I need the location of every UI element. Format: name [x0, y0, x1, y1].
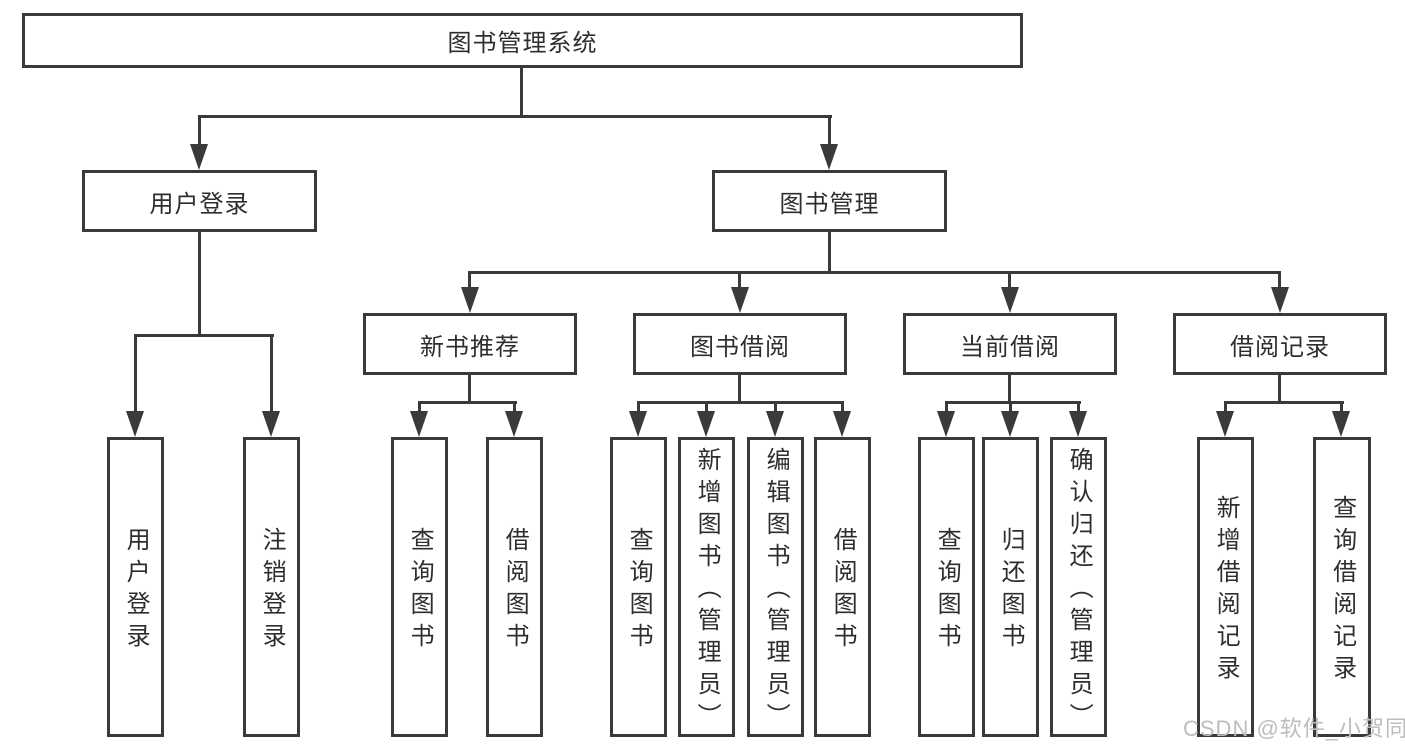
connector-book-management-drop — [828, 231, 831, 274]
leaf-borrow-books-1: 借阅图书 — [486, 437, 543, 737]
arrowhead-borrow-books-1 — [505, 411, 523, 437]
connector-borrowing-records-drop — [1278, 374, 1281, 404]
connector-current-borrowing-drop — [1008, 374, 1011, 404]
leaf-add-books-admin-label: 新增图书（管理员） — [693, 447, 721, 735]
leaf-add-borrow-record-label: 新增借阅记录 — [1212, 495, 1240, 687]
arrowhead-current-borrowing — [1001, 287, 1019, 313]
leaf-borrow-books-1-label: 借阅图书 — [501, 527, 529, 655]
connector-root-drop — [520, 68, 523, 118]
leaf-query-books-3: 查询图书 — [918, 437, 975, 737]
connector-to-borrow-books-1 — [513, 401, 516, 413]
node-borrowing-records: 借阅记录 — [1173, 313, 1387, 375]
leaf-query-borrow-record-label: 查询借阅记录 — [1328, 495, 1356, 687]
connector-book-management-bar — [468, 271, 1281, 274]
arrowhead-leaf-user-login — [126, 411, 144, 437]
leaf-confirm-return-admin-label: 确认归还（管理员） — [1065, 447, 1093, 735]
leaf-query-books-2-label: 查询图书 — [625, 527, 653, 655]
arrowhead-add-borrow-record — [1216, 411, 1234, 437]
connector-book-borrowing-bar — [637, 401, 844, 404]
leaf-return-books: 归还图书 — [982, 437, 1039, 737]
connector-to-borrowing-records — [1278, 271, 1281, 289]
arrowhead-query-books-2 — [629, 411, 647, 437]
leaf-logout-label: 注销登录 — [258, 527, 286, 655]
leaf-borrow-books-2-label: 借阅图书 — [829, 527, 857, 655]
node-new-book-recommendation: 新书推荐 — [363, 313, 577, 375]
leaf-logout: 注销登录 — [243, 437, 300, 737]
connector-to-query-books-3 — [945, 401, 948, 413]
leaf-return-books-label: 归还图书 — [997, 527, 1025, 655]
arrowhead-query-books-3 — [937, 411, 955, 437]
leaf-query-books-1: 查询图书 — [391, 437, 448, 737]
connector-to-book-management — [828, 115, 831, 146]
node-current-borrowing: 当前借阅 — [903, 313, 1117, 375]
leaf-edit-books-admin: 编辑图书（管理员） — [747, 437, 804, 737]
leaf-query-books-3-label: 查询图书 — [933, 527, 961, 655]
arrowhead-confirm-return — [1069, 411, 1087, 437]
node-user-login: 用户登录 — [82, 170, 317, 232]
connector-to-add-books — [705, 401, 708, 413]
connector-to-query-books-2 — [637, 401, 640, 413]
csdn-watermark: CSDN @软件_小贺同学 — [1183, 716, 1405, 741]
connector-current-borrowing-bar — [945, 401, 1081, 404]
node-book-borrowing: 图书借阅 — [633, 313, 847, 375]
connector-to-leaf-user-login — [134, 334, 137, 413]
node-book-management: 图书管理 — [712, 170, 947, 232]
connector-to-leaf-logout — [270, 334, 273, 413]
connector-to-current-borrowing — [1008, 271, 1011, 289]
arrowhead-borrowing-records — [1271, 287, 1289, 313]
connector-book-borrowing-drop — [738, 374, 741, 404]
leaf-query-books-1-label: 查询图书 — [406, 527, 434, 655]
node-library-management-system: 图书管理系统 — [22, 13, 1023, 68]
connector-to-borrow-books-2 — [841, 401, 844, 413]
leaf-confirm-return-admin: 确认归还（管理员） — [1050, 437, 1107, 737]
leaf-add-borrow-record: 新增借阅记录 — [1197, 437, 1254, 737]
arrowhead-query-books-1 — [410, 411, 428, 437]
arrowhead-edit-books — [766, 411, 784, 437]
arrowhead-query-borrow-record — [1332, 411, 1350, 437]
connector-to-new-book — [468, 271, 471, 289]
connector-to-add-borrow-record — [1224, 401, 1227, 413]
connector-user-login-bar — [134, 334, 274, 337]
arrowhead-new-book — [461, 287, 479, 313]
arrowhead-return-books — [1001, 411, 1019, 437]
leaf-user-login: 用户登录 — [107, 437, 164, 737]
connector-to-return-books — [1009, 401, 1012, 413]
connector-user-login-drop — [198, 231, 201, 337]
leaf-query-borrow-record: 查询借阅记录 — [1313, 437, 1371, 737]
arrowhead-add-books — [697, 411, 715, 437]
arrowhead-user-login — [190, 144, 208, 170]
arrowhead-book-management — [820, 144, 838, 170]
connector-to-edit-books — [774, 401, 777, 413]
leaf-add-books-admin: 新增图书（管理员） — [678, 437, 735, 737]
connector-new-book-bar — [418, 401, 517, 404]
arrowhead-borrow-books-2 — [833, 411, 851, 437]
leaf-borrow-books-2: 借阅图书 — [814, 437, 871, 737]
connector-to-query-borrow-record — [1340, 401, 1343, 413]
connector-to-confirm-return — [1077, 401, 1080, 413]
connector-borrowing-records-bar — [1224, 401, 1344, 404]
leaf-edit-books-admin-label: 编辑图书（管理员） — [762, 447, 790, 735]
leaf-query-books-2: 查询图书 — [610, 437, 667, 737]
connector-to-user-login — [198, 115, 201, 146]
connector-new-book-drop — [468, 374, 471, 404]
connector-to-query-books-1 — [418, 401, 421, 413]
arrowhead-book-borrowing — [731, 287, 749, 313]
connector-root-bar — [198, 115, 832, 118]
arrowhead-leaf-logout — [262, 411, 280, 437]
leaf-user-login-label: 用户登录 — [122, 527, 150, 655]
connector-to-book-borrowing — [738, 271, 741, 289]
